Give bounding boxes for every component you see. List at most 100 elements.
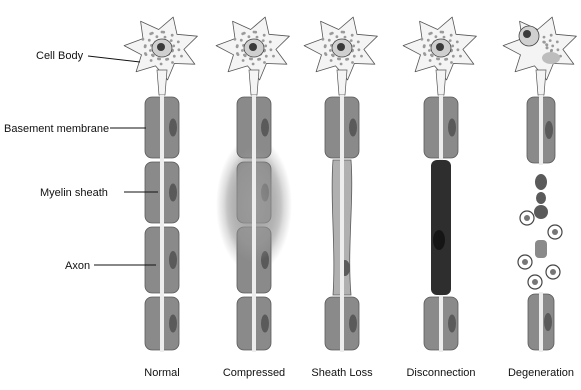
nissl-granule: [150, 59, 153, 62]
nissl-granule: [272, 55, 275, 58]
nissl-granule: [449, 39, 452, 42]
axon-hillock: [536, 70, 546, 95]
nissl-granule: [423, 45, 426, 48]
nissl-granule: [329, 49, 332, 52]
nissl-granule: [152, 54, 155, 57]
nissl-granule: [262, 39, 265, 42]
nissl-granule: [161, 31, 164, 34]
nissl-granule: [156, 35, 159, 38]
schwann-nucleus: [261, 119, 269, 137]
nissl-granule: [248, 35, 251, 38]
nissl-granule: [241, 32, 244, 35]
nissl-granule: [338, 58, 341, 61]
nissl-granule: [550, 49, 553, 52]
nissl-granule: [142, 38, 145, 41]
nissl-granule: [256, 36, 259, 39]
nissl-granule: [459, 55, 462, 58]
axon-core: [340, 95, 344, 352]
axon-hillock: [337, 70, 347, 95]
schwann-nucleus: [433, 230, 445, 250]
nissl-granule: [557, 48, 560, 51]
nissl-granule: [451, 45, 454, 48]
nissl-granule: [452, 55, 455, 58]
nissl-granule: [173, 55, 176, 58]
axon-core: [252, 95, 256, 352]
ovoid-core: [524, 215, 530, 221]
caption-compressed: Compressed: [223, 367, 285, 379]
nissl-granule: [421, 38, 424, 41]
nissl-granule: [269, 41, 272, 44]
panel-normal: [124, 17, 197, 352]
nissl-granule: [170, 39, 173, 42]
label-myelin-sheath: Myelin sheath: [40, 187, 108, 199]
nissl-granule: [177, 41, 180, 44]
caption-normal: Normal: [144, 367, 179, 379]
nissl-granule: [241, 49, 244, 52]
nissl-granule: [148, 39, 151, 42]
panel-disconnection: [403, 17, 476, 352]
nissl-granule: [346, 58, 349, 61]
nissl-granule: [443, 36, 446, 39]
nissl-granule: [435, 35, 438, 38]
nissl-granule: [244, 54, 247, 57]
nissl-granule: [252, 63, 255, 66]
nissl-granule: [265, 55, 268, 58]
nucleolus: [523, 30, 531, 38]
axon-core: [539, 95, 543, 165]
panel-degeneration: [503, 17, 576, 352]
schwann-nucleus: [169, 119, 177, 137]
schwann-nucleus: [349, 119, 357, 137]
nissl-granule: [178, 48, 181, 51]
nissl-granule: [457, 48, 460, 51]
nissl-granule: [180, 55, 183, 58]
label-cell-body: Cell Body: [36, 50, 83, 62]
axon-core: [160, 95, 164, 352]
caption-sheath-loss: Sheath Loss: [311, 367, 372, 379]
nissl-granule: [329, 32, 332, 35]
nissl-granule: [556, 41, 559, 44]
nissl-granule: [350, 39, 353, 42]
panel-sheath-loss: [304, 17, 377, 352]
nissl-granule: [240, 39, 243, 42]
nissl-granule: [450, 34, 453, 37]
nissl-granule: [450, 61, 453, 64]
nissl-granule: [542, 41, 545, 44]
axon-core: [539, 292, 543, 352]
nissl-granule: [546, 46, 549, 49]
nissl-granule: [263, 61, 266, 64]
nissl-granule: [145, 53, 148, 56]
nissl-granule: [325, 53, 328, 56]
nissl-granule: [171, 61, 174, 64]
nissl-granule: [431, 54, 434, 57]
nissl-granule: [328, 39, 331, 42]
nissl-granule: [545, 43, 548, 46]
nissl-granule: [352, 45, 355, 48]
nissl-granule: [424, 53, 427, 56]
nissl-granule: [164, 36, 167, 39]
ovoid-core: [550, 269, 556, 275]
nissl-granule: [149, 49, 152, 52]
leader-cell-body: [88, 56, 140, 62]
axon-hillock: [249, 70, 259, 95]
nissl-granule: [429, 59, 432, 62]
label-axon: Axon: [65, 260, 90, 272]
nissl-granule: [340, 63, 343, 66]
nissl-granule: [234, 38, 237, 41]
nissl-granule: [166, 58, 169, 61]
nissl-granule: [360, 55, 363, 58]
nissl-granule: [549, 39, 552, 42]
nissl-granule: [264, 45, 267, 48]
ovoid-core: [532, 279, 538, 285]
severed-axon-scar: [431, 160, 451, 295]
nissl-granule: [351, 61, 354, 64]
panel-compressed: [216, 17, 292, 352]
nissl-granule: [543, 36, 546, 39]
myelin-debris: [534, 205, 548, 219]
axon-hillock: [157, 70, 167, 95]
nissl-granule: [456, 41, 459, 44]
myelin-debris: [535, 240, 547, 258]
nissl-granule: [353, 55, 356, 58]
schwann-nucleus: [448, 315, 456, 333]
nissl-granule: [445, 58, 448, 61]
schwann-nucleus: [544, 313, 552, 331]
